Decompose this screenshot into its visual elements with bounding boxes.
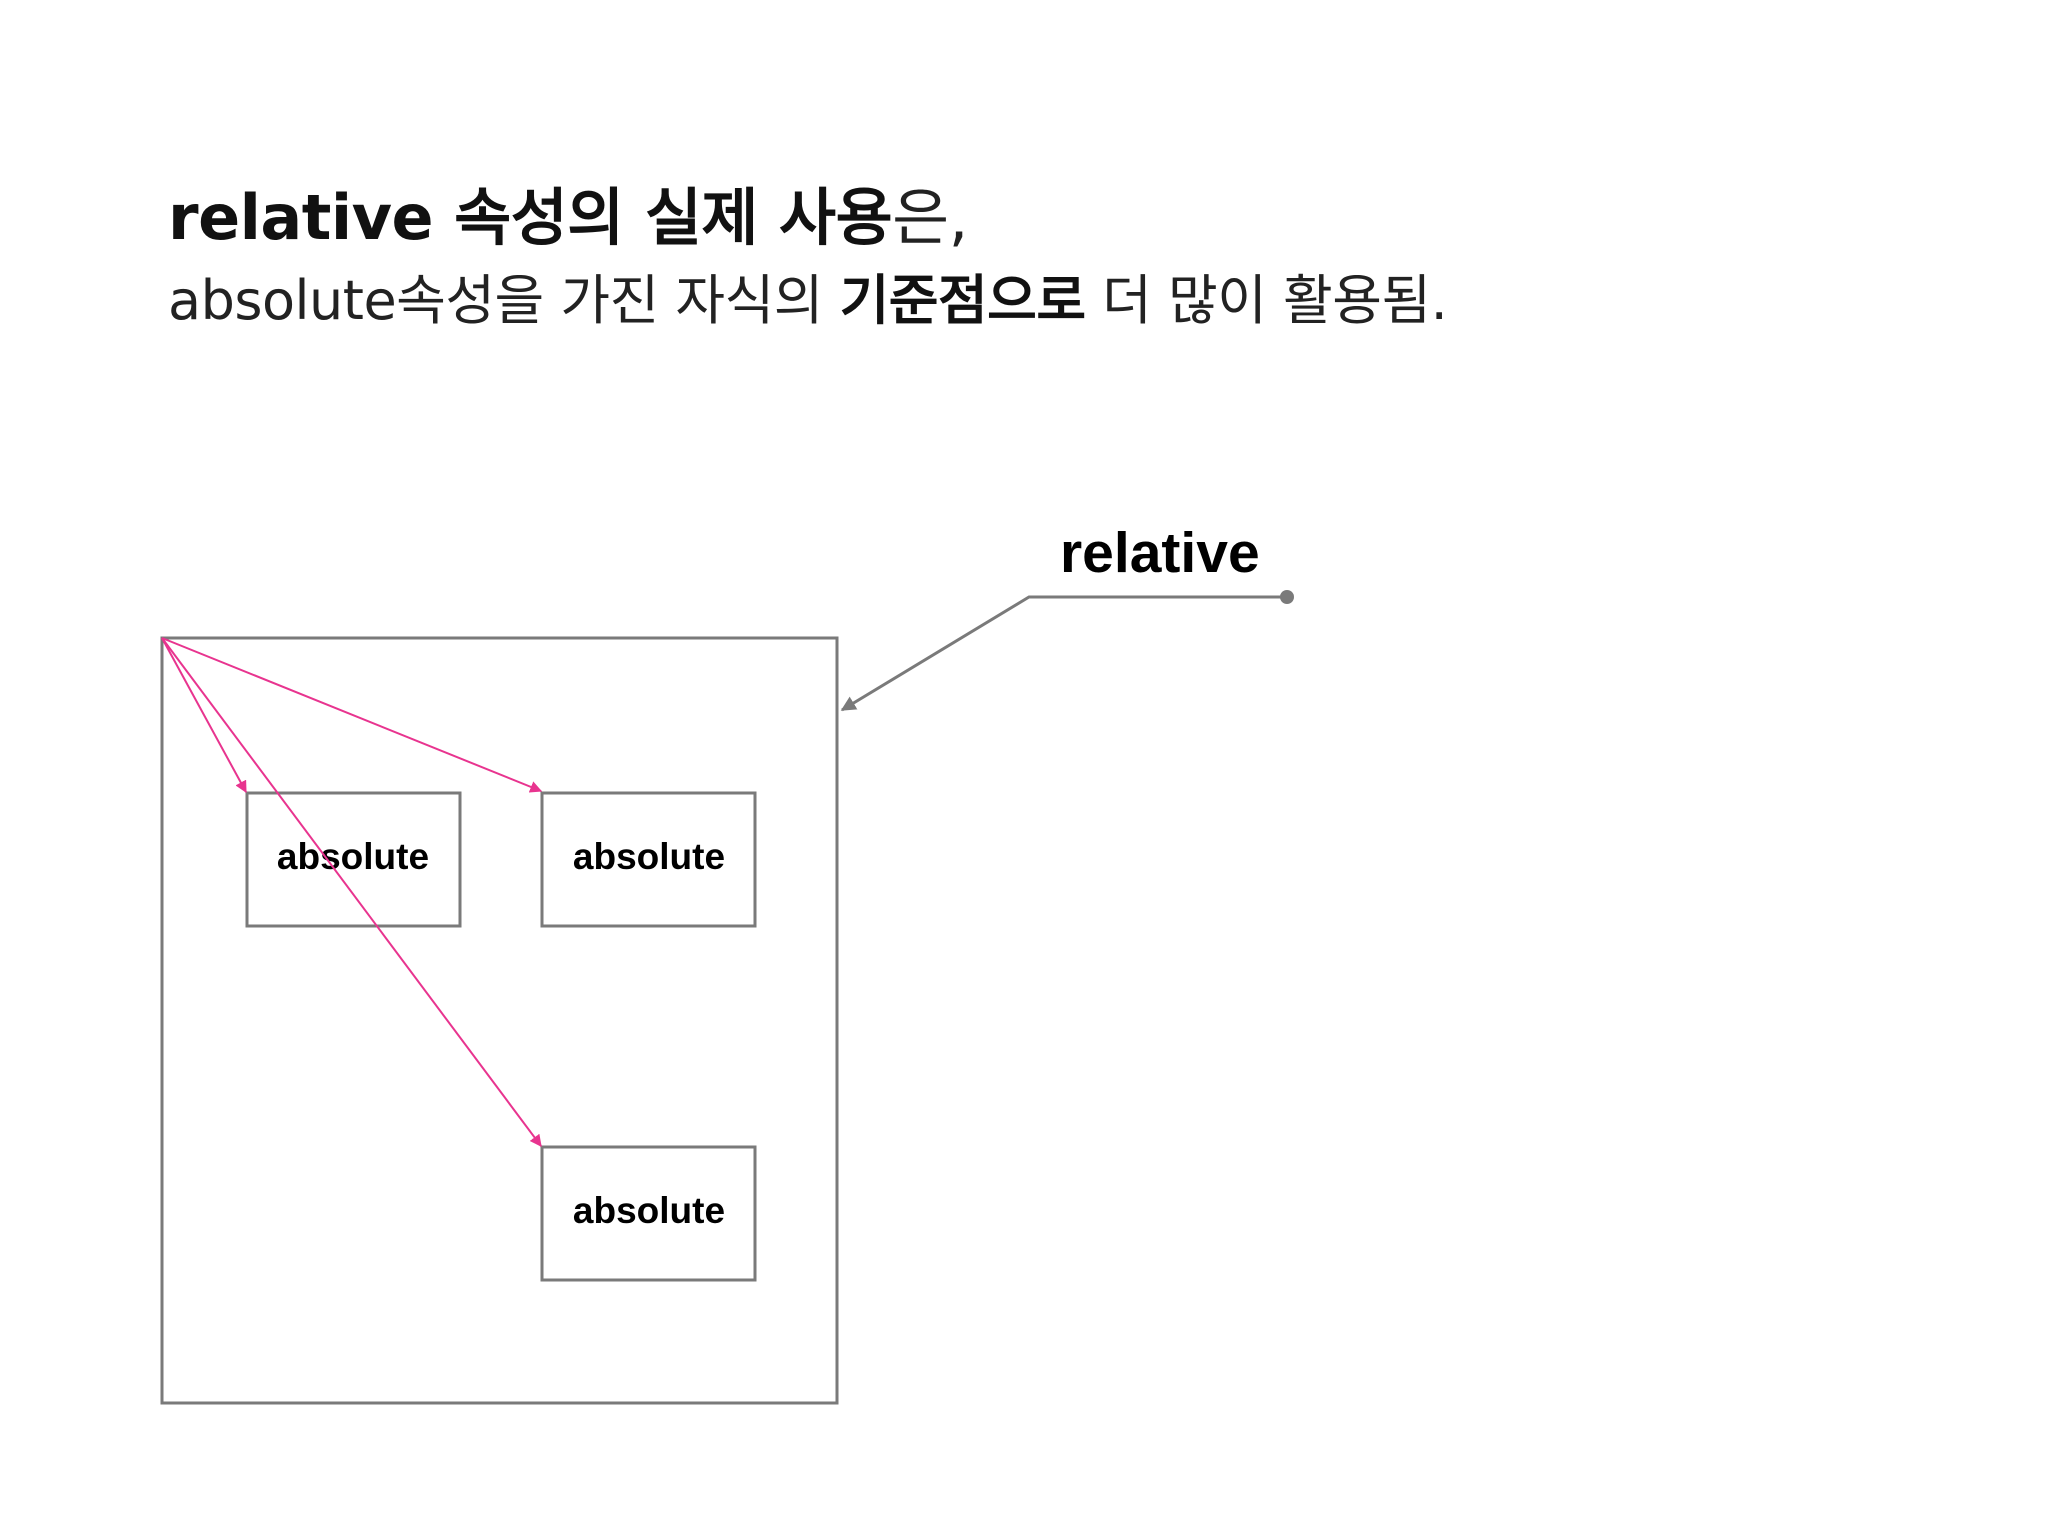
heading-line-1-bold: relative 속성의 실제 사용 (168, 181, 893, 254)
absolute-label-2: absolute (573, 836, 725, 877)
absolute-box-2 (540, 791, 757, 928)
relative-pointer (840, 595, 1287, 712)
relative-box (160, 636, 839, 1405)
heading-line-1-regular: 은, (892, 181, 968, 254)
reference-arrow-2 (161, 637, 543, 793)
heading: relative 속성의 실제 사용은, absolute속성을 가진 자식의 … (168, 182, 1448, 334)
heading-line-2-bold: 기준점으로 (839, 269, 1086, 332)
relative-label: relative (1060, 521, 1260, 585)
reference-arrow-3 (161, 637, 542, 1147)
reference-arrow-1 (161, 637, 247, 794)
absolute-box-1 (245, 791, 462, 928)
heading-line-1: relative 속성의 실제 사용은, (168, 182, 1447, 254)
heading-line-2-before: absolute속성을 가진 자식의 (168, 269, 840, 332)
absolute-label-1: absolute (277, 836, 429, 877)
absolute-label-3: absolute (573, 1190, 725, 1231)
heading-line-2: absolute속성을 가진 자식의 기준점으로 더 많이 활용됨. (168, 268, 1448, 334)
heading-line-2-after: 더 많이 활용됨. (1085, 269, 1448, 332)
absolute-box-3 (540, 1145, 757, 1282)
